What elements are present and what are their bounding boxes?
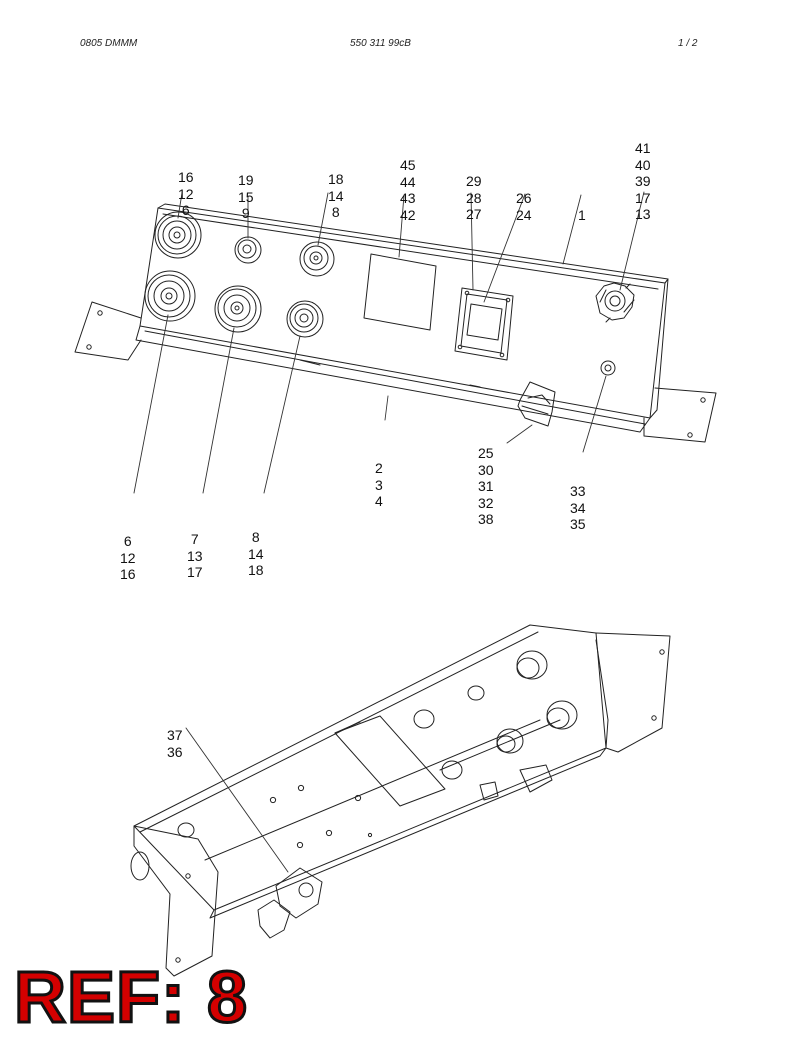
connector-small-top-1 (234, 236, 262, 264)
rear-channel-body (133, 624, 607, 911)
header-part-number: 550 311 99cB (350, 38, 411, 49)
header-doc-code: 0805 DMMM (80, 38, 138, 49)
fuse-holder (600, 360, 616, 376)
switch-frame (454, 287, 514, 361)
rear-strain-relief (257, 867, 323, 939)
panel-rear-view (130, 624, 671, 977)
rear-base-holes (269, 784, 373, 849)
panel-front-view (74, 191, 717, 494)
connector-right-coupler (595, 282, 635, 323)
panel-bottom-flange (135, 325, 651, 433)
connector-medium-bottom-3 (286, 300, 324, 338)
connector-large-bottom-2 (214, 285, 262, 333)
cover-plate (363, 253, 437, 331)
rear-left-bracket (133, 825, 219, 977)
callout-1: 1 (578, 207, 586, 223)
cable-clamp (517, 381, 556, 427)
connector-large-bottom-left (144, 270, 196, 322)
rear-right-bracket (595, 632, 671, 753)
left-mounting-ear (74, 301, 142, 361)
connector-medium-top-2 (299, 241, 335, 277)
connector-large-top-left (154, 211, 202, 259)
reference-label: REF: 8 (12, 958, 249, 1038)
header-page-number: 1 / 2 (678, 38, 698, 49)
right-mounting-ear (643, 387, 717, 443)
rear-connectors (130, 650, 578, 881)
